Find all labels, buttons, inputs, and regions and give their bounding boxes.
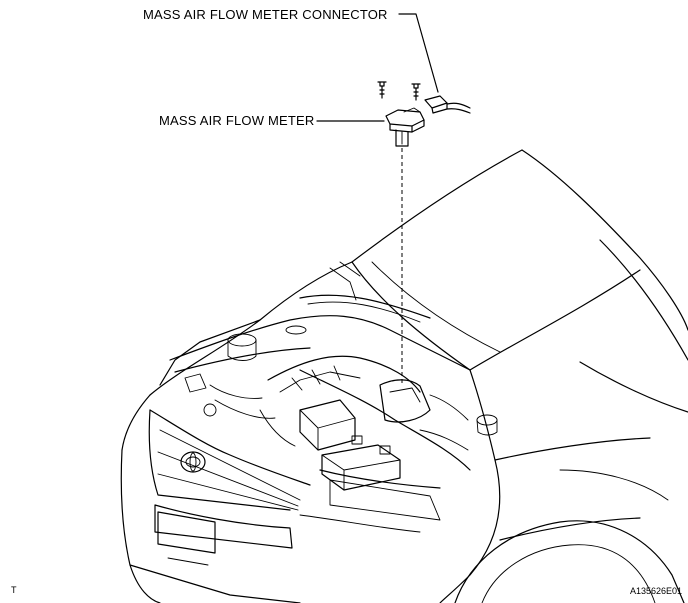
connector-callout-label: MASS AIR FLOW METER CONNECTOR <box>143 7 388 22</box>
bolt-right-icon <box>411 83 421 101</box>
connector-icon <box>424 95 471 114</box>
cowl-outline <box>299 261 431 323</box>
connector-leader-line <box>398 13 439 93</box>
figure-code-label: A135626E01 <box>629 586 682 596</box>
license-plate-outline <box>157 511 216 566</box>
toyota-emblem-icon <box>180 451 206 473</box>
mass-air-flow-meter-icon <box>385 107 425 147</box>
body-outline <box>120 261 685 603</box>
grille-outline <box>148 409 311 549</box>
windshield-outline <box>579 239 688 413</box>
footer-left-mark: T <box>11 585 17 595</box>
bolt-left-icon <box>377 81 387 99</box>
headlight-outline <box>299 369 471 533</box>
hood-outline <box>351 149 688 371</box>
meter-callout-label: MASS AIR FLOW METER <box>159 113 315 128</box>
engine-bay-outline <box>169 315 498 491</box>
